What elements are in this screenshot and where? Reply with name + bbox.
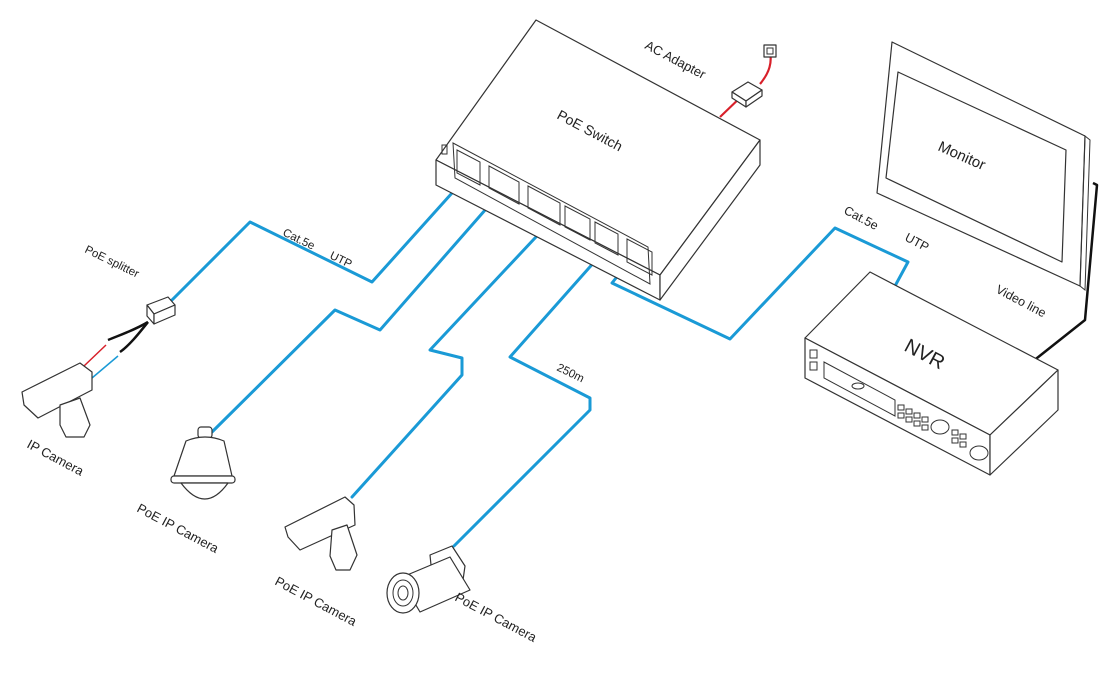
monitor[interactable]: Monitor (876, 41, 1091, 292)
nvr-knob (969, 445, 989, 461)
switch-ports (456, 149, 653, 276)
ac-adapter-label: AC Adapter (643, 37, 709, 82)
box-camera-label: PoE IP Camera (273, 573, 360, 629)
power-led-icon (441, 144, 448, 155)
bullet-camera-label: PoE IP Camera (453, 589, 540, 645)
nvr-power-button-icon (809, 349, 818, 359)
power-outlet-icon (763, 44, 777, 58)
nvr-disc-tray (823, 361, 896, 417)
ip-camera[interactable]: IP Camera (21, 362, 93, 479)
nvr[interactable]: NVR (804, 271, 1059, 476)
left-cable-cat-label: Cat.5e (281, 227, 317, 253)
nvr-buttons (897, 404, 967, 448)
cable-box-to-switch (350, 220, 552, 499)
cable-bullet-to-switch (452, 240, 614, 548)
poe-splitter-label: PoE splitter (83, 244, 141, 281)
poe-dome-camera[interactable]: PoE IP Camera (135, 426, 236, 556)
poe-box-camera[interactable]: PoE IP Camera (273, 496, 360, 629)
ip-camera-label: IP Camera (25, 436, 87, 479)
poe-switch[interactable]: PoE Switch (435, 19, 761, 301)
right-cable-cat-label: Cat.5e (842, 203, 881, 233)
switch-side (659, 139, 761, 301)
switch-top (435, 19, 761, 276)
cable-dome-to-switch (210, 191, 502, 434)
poe-bullet-camera[interactable]: PoE IP Camera (386, 545, 540, 645)
poe-splitter[interactable]: PoE splitter (83, 244, 176, 354)
video-line-label: Video line (994, 282, 1049, 320)
video-line (1031, 181, 1099, 363)
cable-splitter-to-switch (168, 171, 472, 304)
right-cable-utp-label: UTP (903, 230, 932, 254)
nvr-jog-dial (930, 419, 950, 435)
dome-camera-label: PoE IP Camera (135, 500, 222, 556)
